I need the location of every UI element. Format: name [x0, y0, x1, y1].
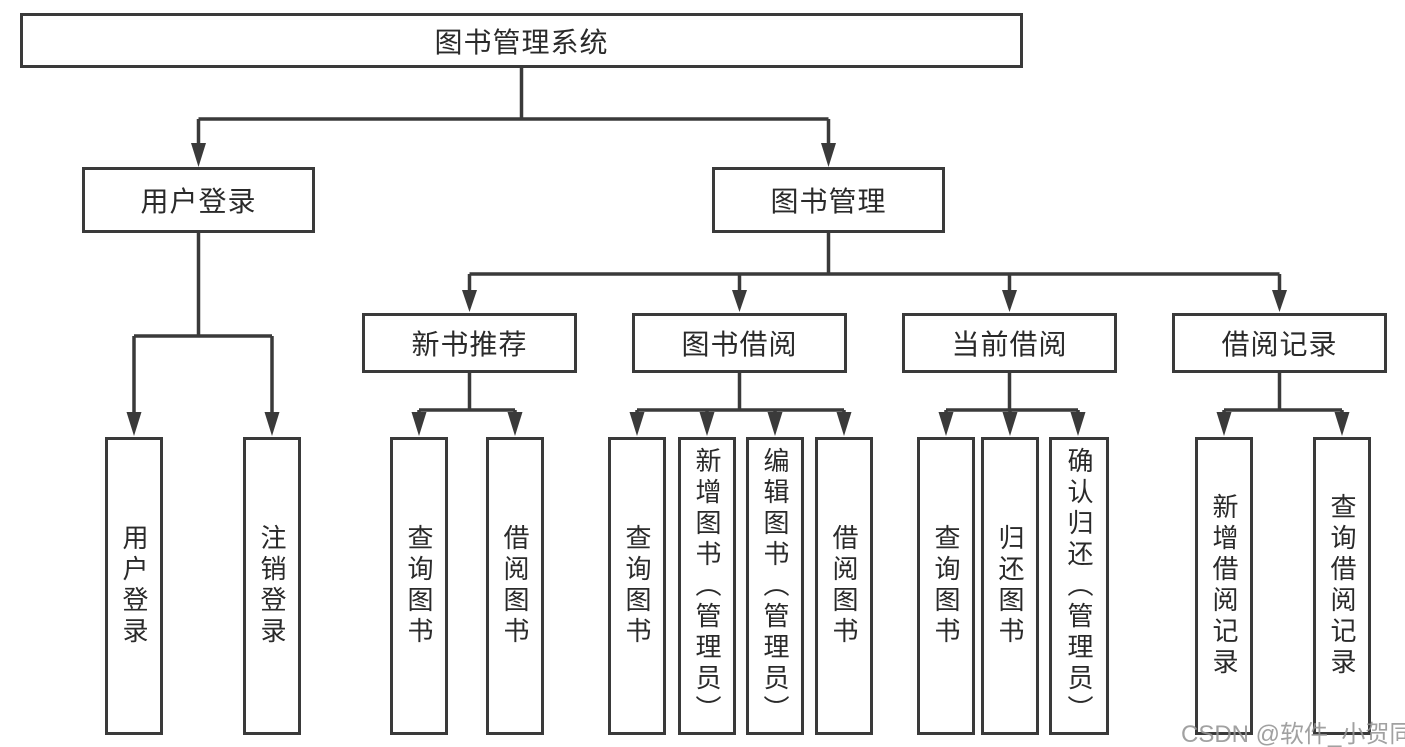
- leaf-return-book-label: 归还图书: [995, 524, 1025, 648]
- leaf-query-books-1: 查询图书: [390, 437, 448, 735]
- leaf-add-borrow-record-label: 新增借阅记录: [1209, 493, 1239, 679]
- node-root-system: 图书管理系统: [20, 13, 1023, 68]
- leaf-query-books-3-label: 查询图书: [931, 524, 961, 648]
- leaf-logout: 注销登录: [243, 437, 301, 735]
- leaf-query-books-3: 查询图书: [917, 437, 975, 735]
- leaf-return-book: 归还图书: [981, 437, 1039, 735]
- node-new-book-recommend: 新书推荐: [362, 313, 577, 373]
- node-book-borrowing-label: 图书借阅: [681, 329, 798, 360]
- leaf-edit-book-admin-label: 编辑图书（管理员）: [760, 446, 790, 726]
- leaf-edit-book-admin: 编辑图书（管理员）: [746, 437, 804, 735]
- leaf-query-books-2-label: 查询图书: [622, 524, 652, 648]
- leaf-user-login-label: 用户登录: [119, 524, 149, 648]
- leaf-confirm-return-admin-label: 确认归还（管理员）: [1064, 446, 1094, 726]
- leaf-logout-label: 注销登录: [257, 524, 287, 648]
- node-book-management-label: 图书管理: [770, 186, 887, 217]
- leaf-borrow-books-1: 借阅图书: [486, 437, 544, 735]
- leaf-add-borrow-record: 新增借阅记录: [1195, 437, 1253, 735]
- leaf-borrow-books-2-label: 借阅图书: [829, 524, 859, 648]
- node-borrowing-records: 借阅记录: [1172, 313, 1387, 373]
- leaf-borrow-books-1-label: 借阅图书: [500, 524, 530, 648]
- leaf-confirm-return-admin: 确认归还（管理员）: [1049, 437, 1109, 735]
- node-borrowing-records-label: 借阅记录: [1221, 329, 1338, 360]
- leaf-add-book-admin-label: 新增图书（管理员）: [692, 446, 722, 726]
- node-user-login-label: 用户登录: [140, 186, 257, 217]
- leaf-query-borrow-record: 查询借阅记录: [1313, 437, 1371, 735]
- leaf-query-books-1-label: 查询图书: [404, 524, 434, 648]
- node-root-system-label: 图书管理系统: [434, 26, 609, 58]
- node-current-borrowing-label: 当前借阅: [951, 329, 1068, 360]
- node-book-borrowing: 图书借阅: [632, 313, 847, 373]
- leaf-query-borrow-record-label: 查询借阅记录: [1327, 493, 1357, 679]
- node-current-borrowing: 当前借阅: [902, 313, 1117, 373]
- leaf-user-login: 用户登录: [105, 437, 163, 735]
- node-new-book-recommend-label: 新书推荐: [411, 329, 528, 360]
- csdn-watermark: CSDN @软件_小贺同学: [1181, 721, 1405, 747]
- leaf-borrow-books-2: 借阅图书: [815, 437, 873, 735]
- node-user-login: 用户登录: [82, 167, 315, 233]
- leaf-query-books-2: 查询图书: [608, 437, 666, 735]
- leaf-add-book-admin: 新增图书（管理员）: [678, 437, 736, 735]
- node-book-management: 图书管理: [712, 167, 945, 233]
